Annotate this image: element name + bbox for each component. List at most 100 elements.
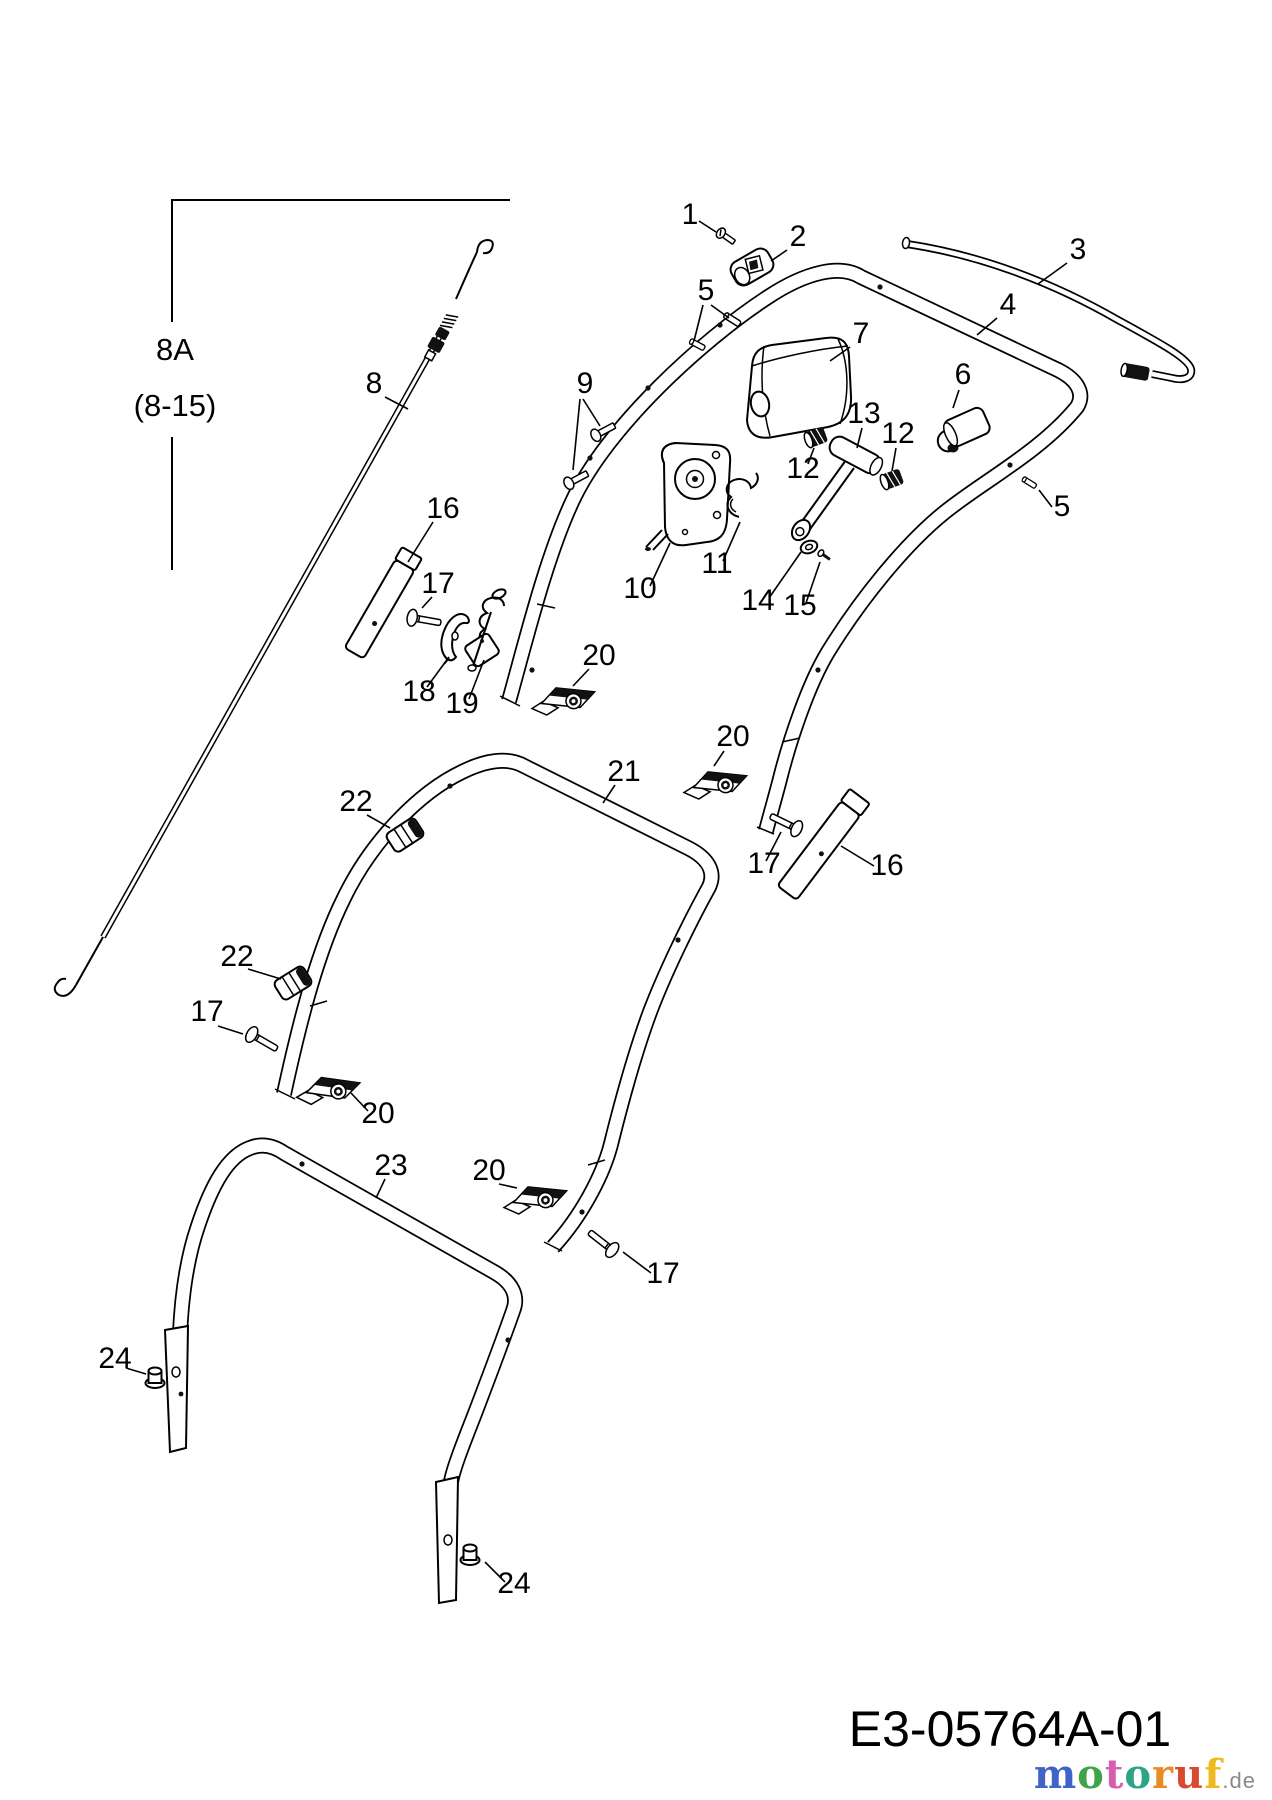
leader-line	[807, 447, 815, 465]
leader-line	[722, 521, 741, 562]
leader-line	[649, 542, 671, 587]
part-12-plugs	[803, 427, 904, 491]
part-18-hook-bracket	[440, 613, 470, 665]
leader-line	[125, 1367, 147, 1375]
part-13-link-rod	[790, 435, 884, 542]
part-8-throttle-cable	[53, 238, 494, 997]
leader-line	[468, 659, 485, 700]
motoruf-letter: m	[1033, 1751, 1078, 1798]
callout-5: 5	[1054, 490, 1071, 523]
callout-22: 22	[220, 940, 253, 973]
callout-10: 10	[623, 572, 656, 605]
leader-line	[407, 521, 434, 563]
motoruf-letter: o	[1077, 1751, 1105, 1798]
part-19-spring-clamp	[464, 588, 507, 672]
callout-11: 11	[701, 547, 732, 580]
callout-19: 19	[445, 687, 478, 720]
leader-line	[891, 447, 897, 472]
motoruf-letter: r	[1152, 1751, 1175, 1798]
leader-line	[768, 551, 802, 599]
leader-line	[350, 1092, 369, 1112]
callout-24: 24	[98, 1342, 131, 1375]
part-22-cable-clips	[273, 817, 425, 1001]
leader-line	[765, 831, 782, 862]
leader-line	[484, 1561, 506, 1583]
callout-14: 14	[741, 584, 774, 617]
callout-2: 2	[790, 220, 807, 253]
callout-9: 9	[577, 367, 594, 400]
part-24-flange-nuts	[144, 1366, 481, 1566]
part-3-bail-rod	[901, 236, 1196, 384]
part-1-screw	[715, 227, 736, 245]
part-14-washer	[799, 539, 819, 555]
leader-line	[426, 656, 450, 688]
callout-15: 15	[783, 589, 816, 622]
callout-23: 23	[374, 1149, 407, 1182]
handle-end-plate-left	[163, 1324, 190, 1454]
leader-line	[366, 814, 391, 829]
motoruf-logo-domain: .de	[1222, 1768, 1256, 1793]
callout-17: 17	[646, 1257, 679, 1290]
leader-line	[713, 750, 725, 767]
callout-16: 16	[870, 849, 903, 882]
callout-7: 7	[853, 317, 870, 350]
callout-12: 12	[786, 452, 819, 485]
callout-8: 8	[366, 367, 383, 400]
part-9-screws	[563, 422, 617, 491]
link-clevis	[790, 518, 812, 542]
callout-24: 24	[497, 1567, 530, 1600]
leader-line	[572, 668, 590, 687]
callout-1: 1	[682, 198, 699, 231]
part-6-clamp-bushing	[936, 406, 991, 453]
leader-line	[710, 304, 730, 319]
callout-13: 13	[847, 397, 880, 430]
leader-line	[217, 1025, 244, 1035]
callout-3: 3	[1070, 233, 1087, 266]
callout-20: 20	[716, 720, 749, 753]
part-23-lower-handle	[163, 1137, 524, 1605]
part-4-upper-handle	[499, 262, 1089, 835]
leader-line	[805, 561, 821, 604]
leader-line	[770, 249, 788, 262]
callout-18: 18	[402, 675, 435, 708]
leader-line	[602, 784, 616, 804]
motoruf-logo: motoruf.de	[1034, 1751, 1256, 1798]
leader-line	[829, 346, 851, 362]
leader-line	[693, 304, 704, 342]
part-21-middle-handle	[274, 752, 720, 1253]
callout-21: 21	[607, 755, 640, 788]
part-20-cam-levers	[295, 687, 749, 1215]
leader-line	[856, 427, 863, 449]
callout-5: 5	[698, 274, 715, 307]
subassembly-range: (8-15)	[134, 388, 217, 423]
part-17-bolts	[244, 608, 804, 1259]
leader-line	[1037, 262, 1068, 285]
callout-17: 17	[747, 847, 780, 880]
leader-line	[572, 398, 581, 471]
callout-22: 22	[339, 785, 372, 818]
leader-line	[247, 968, 282, 980]
callout-20: 20	[582, 639, 615, 672]
callout-12: 12	[881, 417, 914, 450]
leader-line	[952, 389, 960, 409]
callout-17: 17	[421, 567, 454, 600]
callout-20: 20	[361, 1097, 394, 1130]
part-15-screw	[817, 549, 831, 561]
leader-line	[582, 398, 601, 427]
callout-16: 16	[426, 492, 459, 525]
callout-17: 17	[190, 995, 223, 1028]
motoruf-letter: f	[1204, 1751, 1223, 1798]
part-7-switch-housing	[745, 336, 853, 439]
leader-line	[375, 1178, 386, 1199]
diagram-code: E3-05764A-01	[849, 1701, 1171, 1757]
leader-line	[1038, 489, 1053, 508]
part-10-lever-bracket	[645, 441, 732, 551]
part-16-sleeves	[344, 546, 870, 900]
callout-20: 20	[472, 1154, 505, 1187]
subassembly-bracket: 8A (8-15)	[134, 199, 510, 570]
motoruf-letter: u	[1174, 1751, 1205, 1798]
part-11-spring	[725, 472, 759, 518]
